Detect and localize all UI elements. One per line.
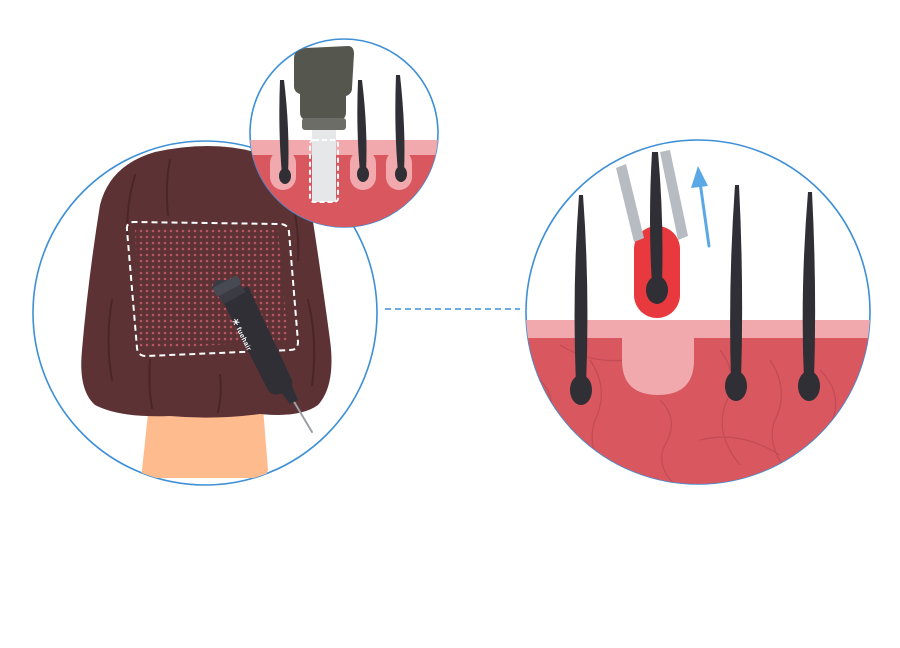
graft-hair <box>650 152 663 285</box>
punch-extraction-panel <box>249 38 439 228</box>
donor-area-boundary <box>125 220 300 358</box>
tool-body <box>222 286 293 395</box>
micromotor-punch-tool: fuehair <box>212 276 313 433</box>
punch-instrument <box>294 46 354 203</box>
head-donor-panel: fuehair <box>32 140 378 486</box>
remaining-follicles <box>570 185 820 405</box>
punch-hollow-core <box>309 139 339 203</box>
right-scalp-epidermis <box>526 320 870 342</box>
follicle-removal-panel <box>525 139 871 485</box>
punch-grip <box>294 46 354 120</box>
up-arrow-icon <box>691 166 711 248</box>
top-hairs <box>279 75 407 184</box>
right-scalp-dermis <box>526 338 870 484</box>
snowflake-icon <box>232 318 240 326</box>
tweezers <box>616 150 688 242</box>
extracted-graft <box>634 152 680 318</box>
punch-collar <box>302 118 346 130</box>
graft-bulb <box>646 276 668 304</box>
hair-strands <box>107 159 316 413</box>
extraction-cavity <box>622 322 694 395</box>
tool-ring <box>213 276 241 296</box>
